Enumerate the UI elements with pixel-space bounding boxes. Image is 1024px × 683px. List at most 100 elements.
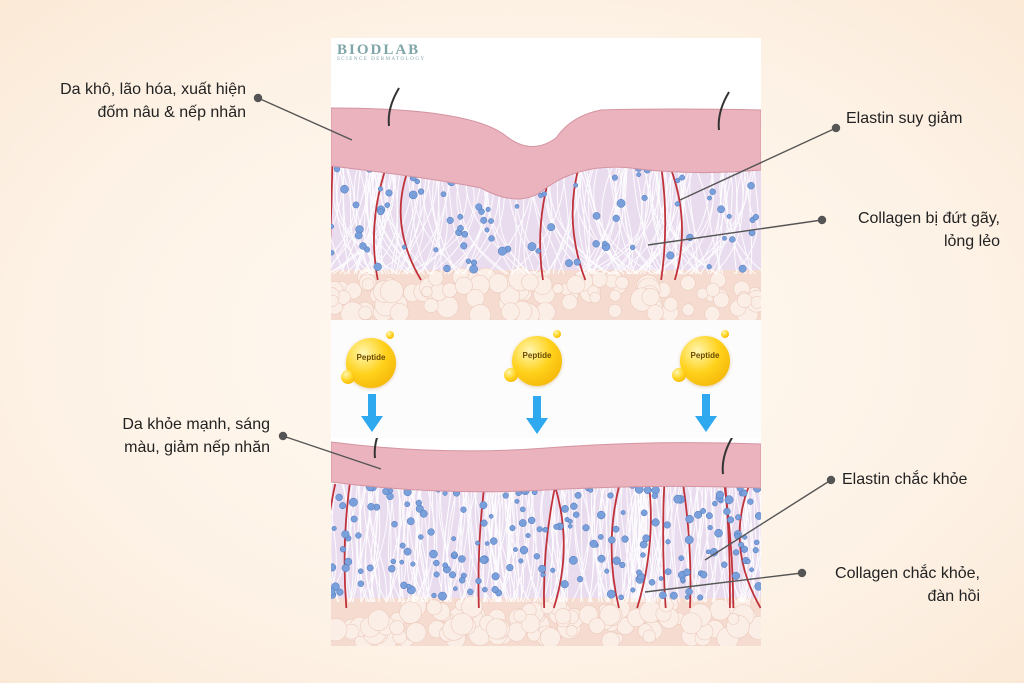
- collagen-fiber: [412, 479, 425, 603]
- elastin-dot: [475, 540, 480, 546]
- elastin-dot: [619, 561, 626, 569]
- elastin-dot: [753, 539, 760, 546]
- elastin-dot: [433, 247, 439, 253]
- fat-cell: [599, 604, 621, 626]
- collagen-fiber: [545, 161, 585, 275]
- elastin-dot: [525, 533, 531, 539]
- elastin-dot: [592, 212, 601, 220]
- fat-cell: [750, 295, 761, 309]
- elastin-dot: [357, 580, 365, 587]
- brand-logo-tagline: SCIENCE DERMATOLOGY: [337, 57, 426, 62]
- elastin-dot: [747, 182, 755, 190]
- collagen-fiber: [468, 479, 482, 603]
- elastin-dot: [418, 534, 424, 540]
- collagen-fiber: [497, 479, 519, 603]
- elastin-dot: [480, 519, 488, 527]
- elastin-dot: [567, 523, 573, 529]
- collagen-fiber: [371, 479, 387, 603]
- elastin-dot: [589, 539, 598, 548]
- collagen-fiber: [534, 479, 547, 603]
- elastin-dot: [533, 553, 540, 560]
- elastin-dot: [480, 216, 488, 224]
- collagen-fiber: [374, 161, 415, 275]
- elastin-dot: [419, 509, 428, 518]
- elastin-dot: [738, 264, 747, 273]
- elastin-dot: [497, 246, 507, 256]
- elastin-dot: [400, 581, 408, 589]
- elastin-dot: [348, 497, 358, 507]
- elastin-dot: [417, 188, 425, 195]
- elastin-dot: [620, 510, 626, 515]
- collagen-fiber: [623, 161, 634, 275]
- down-arrow-icon: [695, 394, 717, 432]
- fat-cell: [615, 276, 629, 290]
- collagen-fiber: [356, 161, 380, 275]
- fat-cell: [450, 612, 474, 636]
- collagen-fiber: [576, 161, 594, 275]
- elastin-dot: [560, 580, 569, 589]
- elastin-dot: [514, 498, 520, 504]
- elastin-dot: [475, 203, 483, 211]
- elastin-dot: [700, 571, 708, 579]
- elastin-dot: [740, 545, 749, 553]
- elastin-dot: [479, 555, 488, 564]
- elastin-dot: [388, 488, 394, 494]
- elastin-dot: [665, 539, 671, 545]
- fat-cell: [736, 292, 753, 309]
- peptide-label-1: Peptide: [356, 353, 386, 362]
- collagen-fiber: [361, 161, 384, 275]
- fat-cell: [704, 305, 721, 320]
- collagen-fiber: [448, 479, 465, 603]
- collagen-fiber: [337, 161, 363, 275]
- elastin-dot: [570, 502, 578, 510]
- elastin-dot: [553, 523, 560, 530]
- fat-cell: [358, 306, 373, 320]
- elastin-dot: [401, 244, 407, 250]
- elastin-dot: [651, 492, 659, 499]
- elastin-dot: [659, 591, 667, 600]
- leader-dot: [253, 93, 263, 103]
- elastin-dot: [640, 509, 648, 517]
- elastin-dot: [674, 201, 680, 207]
- elastin-dot: [542, 526, 549, 533]
- elastin-dot: [664, 568, 672, 576]
- blood-vessel: [552, 483, 565, 609]
- elastin-dot: [752, 547, 759, 554]
- elastin-dot: [442, 562, 449, 569]
- elastin-dot: [513, 547, 518, 552]
- elastin-dot: [331, 223, 335, 229]
- elastin-dot: [678, 555, 685, 562]
- elastin-dot: [629, 244, 636, 251]
- elastin-dot: [536, 526, 543, 533]
- elastin-dot: [538, 192, 544, 198]
- collagen-fiber: [394, 479, 405, 603]
- elastin-dot: [366, 564, 374, 572]
- elastin-dot: [723, 507, 731, 516]
- collagen-fiber: [525, 479, 537, 603]
- collagen-fiber: [357, 479, 362, 603]
- elastin-dot: [354, 231, 363, 240]
- elastin-dot: [535, 248, 541, 254]
- elastin-dot: [491, 572, 500, 581]
- label-healthy-skin: Da khỏe mạnh, sáng màu, giảm nếp nhăn: [122, 416, 270, 456]
- collagen-fiber: [333, 161, 371, 275]
- elastin-dot: [726, 213, 732, 219]
- collagen-fiber: [365, 479, 377, 603]
- elastin-dot: [724, 495, 734, 505]
- collagen-fiber: [355, 161, 373, 275]
- fat-cell: [705, 282, 721, 297]
- elastin-dot: [406, 517, 415, 526]
- collagen-fiber: [655, 161, 702, 275]
- elastin-dot: [341, 564, 350, 573]
- elastin-dot: [527, 242, 537, 251]
- elastin-dot: [404, 501, 411, 508]
- elastin-dot: [390, 558, 396, 565]
- elastin-dot: [538, 564, 547, 573]
- collagen-fiber: [637, 479, 643, 603]
- fat-cell: [380, 279, 404, 303]
- fat-cell: [552, 283, 564, 295]
- fat-cell: [367, 609, 390, 631]
- elastin-dot: [567, 518, 573, 524]
- elastin-dot: [427, 528, 435, 536]
- elastin-dot: [612, 214, 620, 222]
